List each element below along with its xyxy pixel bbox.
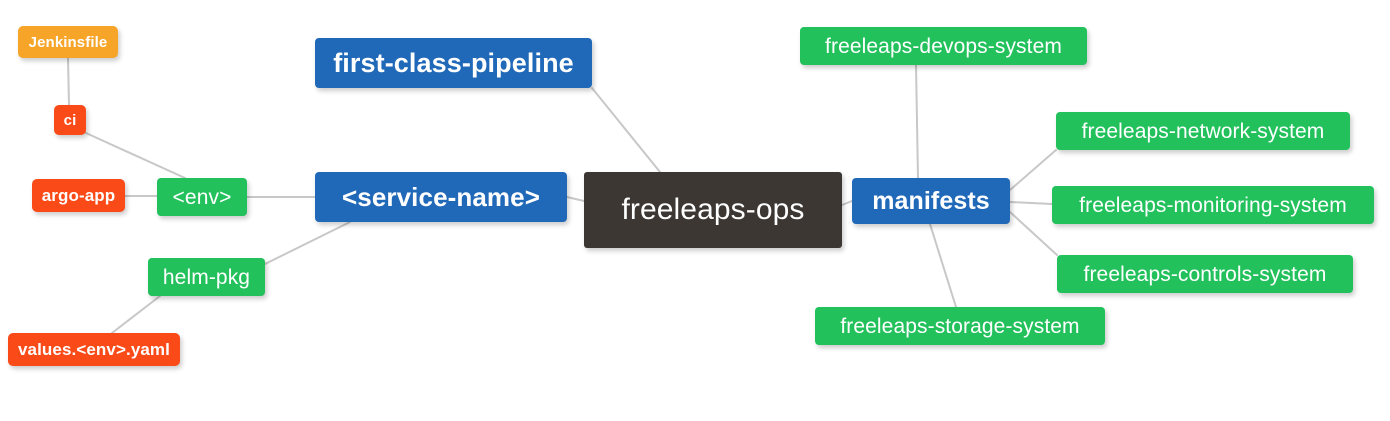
edge-first-class-pipeline-to-root bbox=[591, 87, 661, 173]
edge-service-name-to-helm-pkg bbox=[264, 221, 351, 265]
edge-manifests-to-devops-system bbox=[915, 64, 919, 179]
edge-manifests-to-monitoring-system bbox=[1009, 201, 1053, 205]
edge-ci-to-env bbox=[85, 132, 186, 179]
node-first-class-pipeline[interactable]: first-class-pipeline bbox=[315, 38, 592, 88]
node-monitoring-system[interactable]: freeleaps-monitoring-system bbox=[1052, 186, 1374, 224]
node-ci[interactable]: ci bbox=[54, 105, 86, 135]
node-helm-pkg[interactable]: helm-pkg bbox=[148, 258, 265, 296]
edge-manifests-to-network-system bbox=[1009, 149, 1057, 191]
node-storage-system[interactable]: freeleaps-storage-system bbox=[815, 307, 1105, 345]
edge-root-to-manifests bbox=[841, 200, 853, 206]
node-argo-app[interactable]: argo-app bbox=[32, 179, 125, 212]
node-env[interactable]: <env> bbox=[157, 178, 247, 216]
edge-service-name-to-root bbox=[566, 196, 585, 202]
node-root[interactable]: freeleaps-ops bbox=[584, 172, 842, 248]
node-manifests[interactable]: manifests bbox=[852, 178, 1010, 224]
edge-manifests-to-storage-system bbox=[929, 223, 957, 308]
node-controls-system[interactable]: freeleaps-controls-system bbox=[1057, 255, 1353, 293]
edge-jenkinsfile-to-ci bbox=[67, 57, 70, 106]
node-service-name[interactable]: <service-name> bbox=[315, 172, 567, 222]
edge-helm-pkg-to-values-yaml bbox=[111, 295, 161, 334]
node-network-system[interactable]: freeleaps-network-system bbox=[1056, 112, 1350, 150]
node-jenkinsfile[interactable]: Jenkinsfile bbox=[18, 26, 118, 58]
node-values-yaml[interactable]: values.<env>.yaml bbox=[8, 333, 180, 366]
node-devops-system[interactable]: freeleaps-devops-system bbox=[800, 27, 1087, 65]
edge-manifests-to-controls-system bbox=[1009, 211, 1058, 256]
